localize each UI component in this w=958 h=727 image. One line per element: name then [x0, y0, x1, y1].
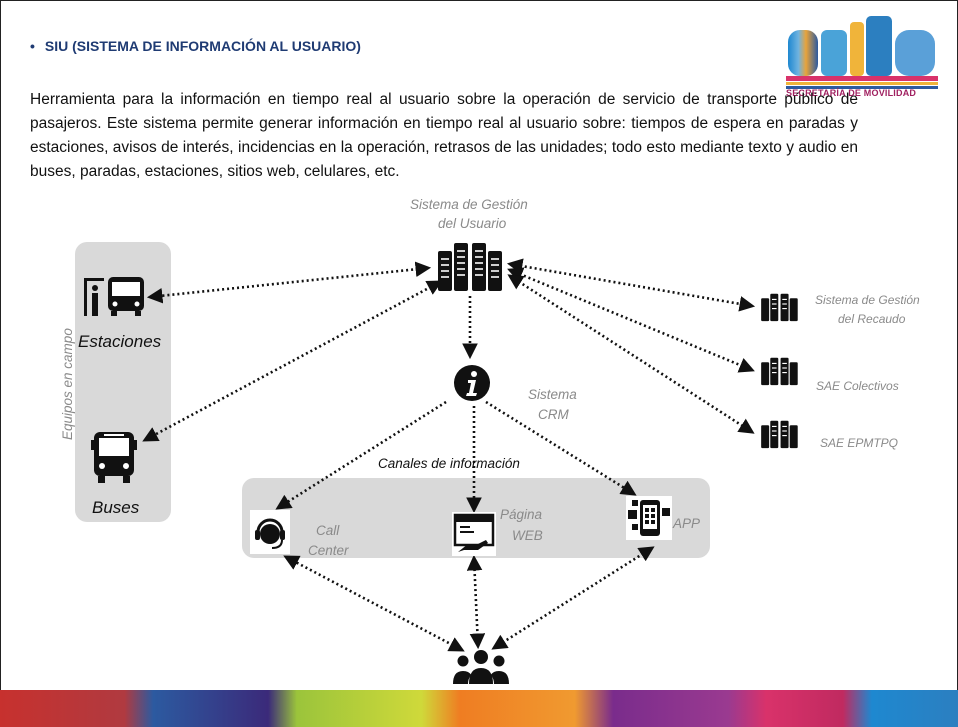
web-label-1: Página [500, 507, 543, 522]
canales-label: Canales de información [378, 456, 520, 471]
link-users-web [466, 554, 486, 650]
link-sgu-estaciones [146, 261, 432, 304]
web-label-2: WEB [512, 528, 543, 543]
intro-paragraph: Herramienta para la información en tiemp… [30, 91, 858, 180]
crm-label-2: CRM [538, 407, 569, 422]
slide-title: • SIU (SISTEMA DE INFORMACIÓN AL USUARIO) [30, 38, 361, 54]
link-sgu-buses [142, 280, 443, 442]
field-group-label: Equipos en campo [60, 328, 75, 440]
title-bullet: • [30, 38, 35, 54]
title-text: SIU (SISTEMA DE INFORMACIÓN AL USUARIO) [44, 38, 361, 54]
headset-icon [250, 510, 290, 554]
crm-label-1: Sistema [528, 387, 577, 402]
recaudo-label-2: del Recaudo [838, 312, 906, 326]
footer-color-strip [0, 690, 958, 727]
sgu-label-2: del Usuario [438, 216, 507, 231]
sgu-label-1: Sistema de Gestión [410, 197, 528, 212]
app-label: APP [673, 516, 701, 531]
logo-subtitle: SECRETARÍA DE MOVILIDAD [786, 88, 917, 98]
web-page-icon [452, 512, 496, 556]
info-icon [454, 365, 490, 401]
sae-colectivos-label: SAE Colectivos [816, 379, 899, 393]
sae-epmtpq-label: SAE EPMTPQ [820, 436, 899, 450]
bus-stop-icon [84, 277, 144, 316]
link-crm-callcenter [275, 400, 447, 510]
buses-label: Buses [92, 498, 140, 517]
quito-logo [786, 16, 938, 89]
recaudo-label-1: Sistema de Gestión [815, 293, 920, 307]
callcenter-label-1: Call [316, 523, 340, 538]
server-rack-icon-colectivos [761, 357, 798, 386]
mobile-app-icon [626, 496, 672, 540]
server-rack-icon-recaudo [761, 293, 798, 322]
server-rack-icon [438, 243, 502, 291]
server-rack-icon-epmtpq [761, 420, 798, 449]
link-crm-app [485, 400, 637, 496]
link-sgu-colectivos [507, 267, 755, 373]
link-users-app [491, 546, 655, 650]
users-group-icon [453, 650, 509, 684]
estaciones-label: Estaciones [78, 332, 162, 351]
callcenter-label-2: Center [308, 543, 349, 558]
link-sgu-recaudo [506, 258, 756, 312]
bus-icon [91, 432, 137, 483]
link-users-callcenter [283, 555, 465, 652]
